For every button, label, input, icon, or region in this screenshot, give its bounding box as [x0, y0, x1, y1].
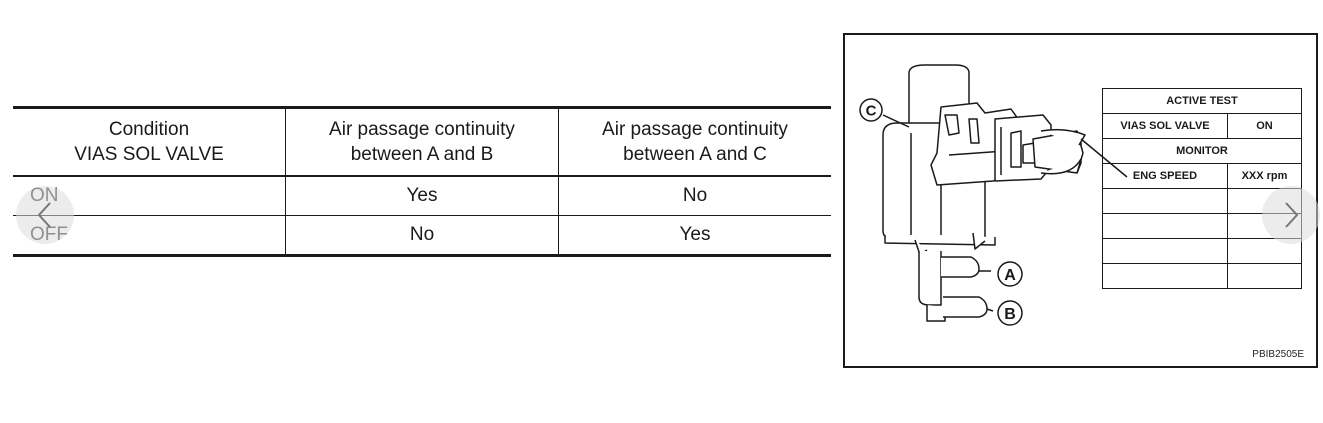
- header-a-c-line1: Air passage continuity: [602, 119, 788, 140]
- table-row: ON Yes No: [13, 176, 831, 216]
- consult-screen-table: ACTIVE TEST VIAS SOL VALVE ON MONITOR EN…: [1102, 88, 1302, 289]
- label-a-circle: A: [997, 261, 1023, 287]
- monitor-title: MONITOR: [1102, 138, 1302, 164]
- cell-a-c: Yes: [679, 224, 711, 245]
- empty-cell: [1102, 188, 1228, 214]
- header-a-b: Air passage continuity between A and B: [285, 107, 559, 177]
- label-b: B: [1004, 306, 1016, 323]
- empty-cell: [1102, 238, 1228, 264]
- empty-cell: [1102, 213, 1228, 239]
- header-a-b-line1: Air passage continuity: [329, 119, 515, 140]
- header-condition-line2: VIAS SOL VALVE: [74, 144, 224, 165]
- valve-figure: C A B ACTIVE TEST VIAS SOL VALVE ON MONI…: [843, 33, 1318, 368]
- monitor-item: ENG SPEED: [1102, 163, 1228, 189]
- cell-a-c: No: [558, 176, 831, 216]
- active-test-value: ON: [1227, 113, 1302, 139]
- condition-table: Condition VIAS SOL VALVE Air passage con…: [13, 106, 831, 257]
- header-a-b-line2: between A and B: [350, 144, 494, 165]
- chevron-right-icon: [1285, 202, 1299, 228]
- prev-slide-button[interactable]: [16, 186, 74, 244]
- cell-a-b: No: [285, 215, 559, 256]
- header-a-c: Air passage continuity between A and C: [558, 107, 831, 177]
- label-c-circle: C: [859, 98, 883, 122]
- header-condition: Condition VIAS SOL VALVE: [13, 107, 286, 177]
- label-c: C: [866, 103, 877, 120]
- cell-a-b: Yes: [285, 176, 559, 216]
- chevron-left-icon: [37, 202, 51, 228]
- table-row: OFF No Yes: [13, 215, 831, 256]
- header-condition-line1: Condition: [108, 119, 190, 140]
- label-b-circle: B: [997, 300, 1023, 326]
- empty-cell: [1102, 263, 1228, 289]
- active-test-item: VIAS SOL VALVE: [1102, 113, 1228, 139]
- table-header-row: Condition VIAS SOL VALVE Air passage con…: [13, 107, 831, 177]
- valve-illustration: C A B: [859, 64, 1128, 326]
- active-test-title: ACTIVE TEST: [1102, 88, 1302, 114]
- empty-cell: [1227, 263, 1302, 289]
- header-a-c-line2: between A and C: [623, 144, 767, 165]
- next-slide-button[interactable]: [1262, 186, 1320, 244]
- label-a: A: [1004, 267, 1016, 284]
- monitor-value: XXX rpm: [1227, 163, 1302, 189]
- figure-code: PBIB2505E: [1252, 349, 1304, 360]
